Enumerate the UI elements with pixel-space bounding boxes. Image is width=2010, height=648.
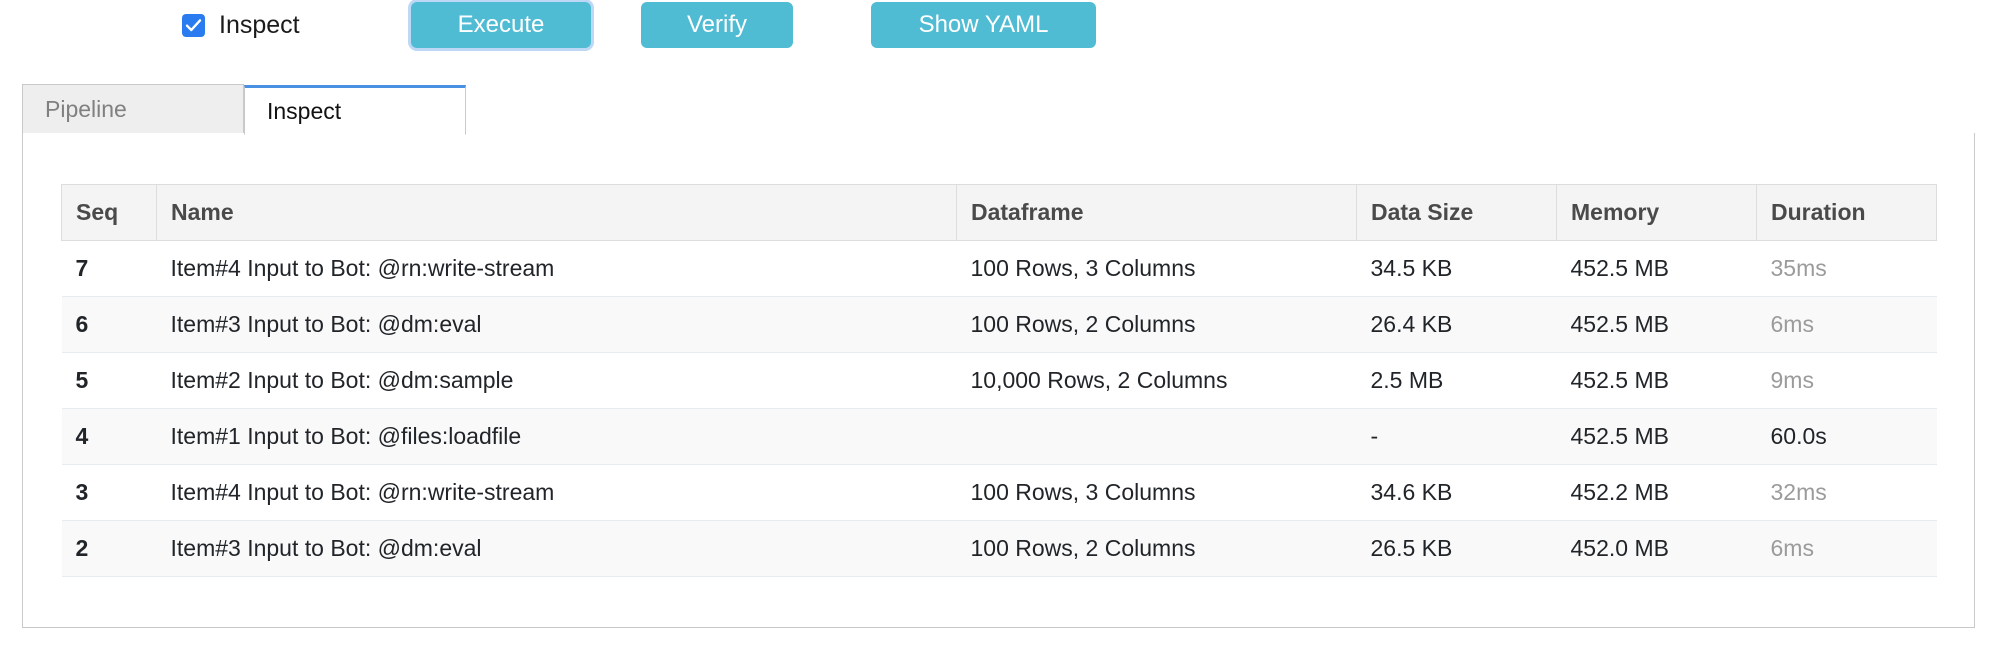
cell-duration: 60.0s bbox=[1756, 408, 1937, 465]
tab-inspect[interactable]: Inspect bbox=[244, 85, 466, 135]
tab-pipeline[interactable]: Pipeline bbox=[22, 84, 244, 134]
execute-button[interactable]: Execute bbox=[411, 2, 591, 48]
inspect-checkbox-label: Inspect bbox=[219, 10, 300, 39]
cell-dataframe bbox=[956, 408, 1357, 465]
cell-dataframe: 100 Rows, 3 Columns bbox=[956, 464, 1357, 521]
tab-bar-filler bbox=[466, 84, 1975, 134]
column-header-data-size[interactable]: Data Size bbox=[1356, 184, 1557, 241]
cell-memory: 452.5 MB bbox=[1556, 296, 1757, 353]
cell-seq: 3 bbox=[61, 464, 157, 521]
cell-dataframe: 100 Rows, 2 Columns bbox=[956, 296, 1357, 353]
cell-duration: 32ms bbox=[1756, 464, 1937, 521]
cell-seq: 4 bbox=[61, 408, 157, 465]
cell-memory: 452.2 MB bbox=[1556, 464, 1757, 521]
cell-data-size: 26.4 KB bbox=[1356, 296, 1557, 353]
cell-data-size: 2.5 MB bbox=[1356, 352, 1557, 409]
cell-memory: 452.5 MB bbox=[1556, 352, 1757, 409]
column-header-memory[interactable]: Memory bbox=[1556, 184, 1757, 241]
column-header-name[interactable]: Name bbox=[156, 184, 957, 241]
cell-seq: 6 bbox=[61, 296, 157, 353]
verify-button[interactable]: Verify bbox=[641, 2, 793, 48]
cell-dataframe: 100 Rows, 3 Columns bbox=[956, 240, 1357, 297]
table-row[interactable]: 7 Item#4 Input to Bot: @rn:write-stream … bbox=[61, 240, 1937, 297]
cell-duration: 6ms bbox=[1756, 296, 1937, 353]
checkmark-icon bbox=[185, 18, 202, 31]
table-header: Seq Name Dataframe Data Size Memory Dura… bbox=[61, 184, 1937, 241]
table-row[interactable]: 3 Item#4 Input to Bot: @rn:write-stream … bbox=[61, 464, 1937, 521]
inspect-checkbox[interactable] bbox=[182, 13, 205, 37]
column-header-duration[interactable]: Duration bbox=[1756, 184, 1937, 241]
cell-name: Item#4 Input to Bot: @rn:write-stream bbox=[156, 464, 957, 521]
tab-pipeline-label: Pipeline bbox=[45, 95, 127, 122]
cell-memory: 452.0 MB bbox=[1556, 520, 1757, 577]
cell-duration: 6ms bbox=[1756, 520, 1937, 577]
tab-inspect-label: Inspect bbox=[267, 97, 342, 124]
cell-seq: 5 bbox=[61, 352, 157, 409]
cell-name: Item#2 Input to Bot: @dm:sample bbox=[156, 352, 957, 409]
inspect-checkbox-group[interactable]: Inspect bbox=[182, 8, 300, 42]
cell-dataframe: 10,000 Rows, 2 Columns bbox=[956, 352, 1357, 409]
cell-name: Item#1 Input to Bot: @files:loadfile bbox=[156, 408, 957, 465]
cell-name: Item#3 Input to Bot: @dm:eval bbox=[156, 296, 957, 353]
cell-memory: 452.5 MB bbox=[1556, 240, 1757, 297]
column-header-dataframe[interactable]: Dataframe bbox=[956, 184, 1357, 241]
table-row[interactable]: 5 Item#2 Input to Bot: @dm:sample 10,000… bbox=[61, 352, 1937, 409]
cell-data-size: 26.5 KB bbox=[1356, 520, 1557, 577]
tab-bar: Pipeline Inspect bbox=[22, 84, 1975, 135]
cell-seq: 7 bbox=[61, 240, 157, 297]
table-row[interactable]: 4 Item#1 Input to Bot: @files:loadfile -… bbox=[61, 408, 1937, 465]
inspect-panel: Seq Name Dataframe Data Size Memory Dura… bbox=[22, 133, 1975, 628]
show-yaml-button[interactable]: Show YAML bbox=[871, 2, 1096, 48]
cell-name: Item#4 Input to Bot: @rn:write-stream bbox=[156, 240, 957, 297]
table-header-row: Seq Name Dataframe Data Size Memory Dura… bbox=[61, 184, 1937, 241]
cell-duration: 9ms bbox=[1756, 352, 1937, 409]
column-header-seq[interactable]: Seq bbox=[61, 184, 157, 241]
table-body: 7 Item#4 Input to Bot: @rn:write-stream … bbox=[61, 240, 1937, 577]
top-toolbar: Inspect Execute Verify Show YAML bbox=[0, 0, 2010, 62]
inspect-table: Seq Name Dataframe Data Size Memory Dura… bbox=[61, 184, 1937, 577]
table-row[interactable]: 2 Item#3 Input to Bot: @dm:eval 100 Rows… bbox=[61, 520, 1937, 577]
cell-data-size: - bbox=[1356, 408, 1557, 465]
cell-seq: 2 bbox=[61, 520, 157, 577]
cell-name: Item#3 Input to Bot: @dm:eval bbox=[156, 520, 957, 577]
cell-duration: 35ms bbox=[1756, 240, 1937, 297]
cell-data-size: 34.6 KB bbox=[1356, 464, 1557, 521]
cell-memory: 452.5 MB bbox=[1556, 408, 1757, 465]
table-row[interactable]: 6 Item#3 Input to Bot: @dm:eval 100 Rows… bbox=[61, 296, 1937, 353]
cell-data-size: 34.5 KB bbox=[1356, 240, 1557, 297]
cell-dataframe: 100 Rows, 2 Columns bbox=[956, 520, 1357, 577]
